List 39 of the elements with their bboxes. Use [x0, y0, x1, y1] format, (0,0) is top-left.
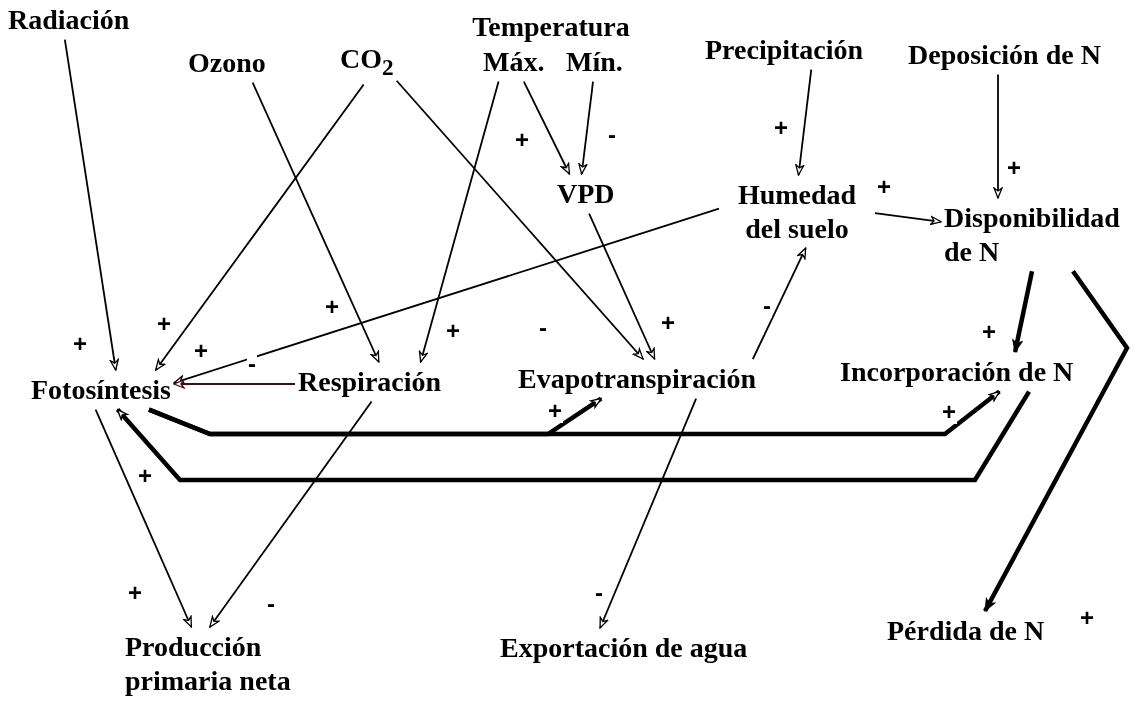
node-label: Pérdida de N: [887, 614, 1045, 648]
arrow: [983, 269, 1130, 613]
node-label: Humedad del suelo: [722, 178, 872, 246]
node-label: Exportación de agua: [500, 631, 748, 665]
arrow: [148, 389, 1001, 437]
node-label: Deposición de N: [908, 38, 1101, 72]
node-label: Ozono: [188, 46, 266, 80]
node-label: Respiración: [298, 365, 442, 399]
node-label: Producción primaria neta: [125, 630, 320, 698]
node-label: Mín.: [566, 45, 623, 79]
arrow: [1012, 270, 1035, 354]
node-label: CO$_{2}$: [340, 42, 394, 82]
arrow: [94, 408, 193, 628]
node-label: Radiación: [8, 3, 130, 37]
node-label: Incorporación de N: [840, 355, 1074, 389]
arrow: [874, 212, 942, 226]
arrow: [208, 400, 373, 628]
arrow: [522, 80, 571, 175]
arrow: [418, 80, 500, 363]
arrow: [599, 397, 697, 629]
arrow: [154, 83, 365, 371]
node-label: VPD: [557, 177, 615, 211]
arrow: [173, 379, 296, 389]
arrow: [751, 247, 807, 360]
arrow: [395, 79, 644, 360]
node-heading: Temperatura: [471, 10, 631, 44]
node-label: Disponibilidad de N: [944, 201, 1134, 269]
arrow: [115, 390, 1031, 483]
arrow: [588, 212, 656, 360]
arrow: [173, 207, 720, 385]
arrow: [578, 80, 594, 175]
arrow: [993, 73, 1003, 199]
arrow: [251, 81, 380, 363]
arrow: [795, 68, 813, 176]
arrow: [63, 38, 119, 371]
node-label: Máx.: [483, 45, 545, 79]
node-label: Precipitación: [705, 33, 864, 67]
node-label: Evapotranspiración: [518, 362, 757, 396]
node-label: Fotosíntesis: [31, 373, 171, 407]
